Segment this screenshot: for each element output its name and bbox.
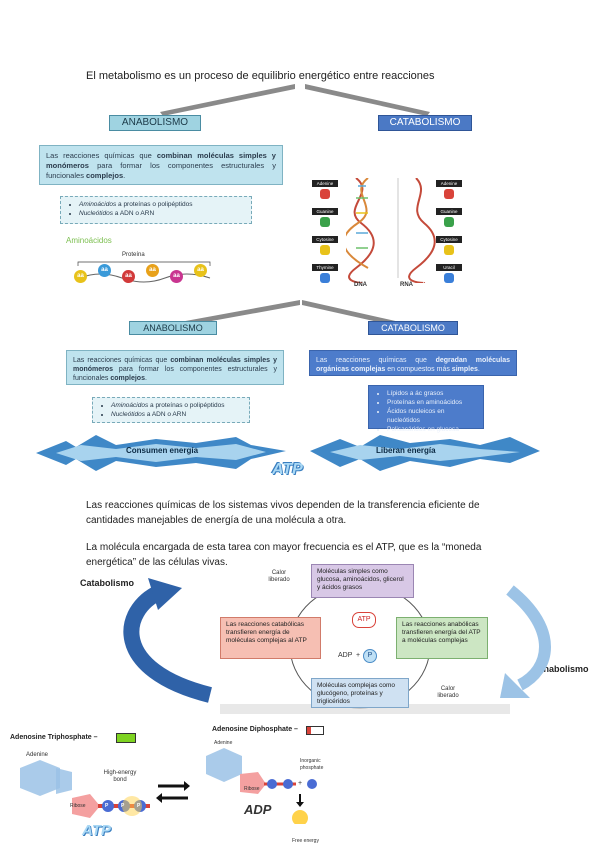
anabolismo-description-top: Las reacciones químicas que combinan mol… (39, 145, 283, 185)
amino-acid: aa (122, 270, 135, 283)
calor-liberado-bottom: Calor liberado (437, 686, 459, 699)
base-label: Guanine (436, 208, 462, 215)
list-item: Ácidos nucleicos en nucleótidos (387, 407, 477, 425)
helix-graphic (346, 178, 436, 283)
atp-molecule (20, 760, 150, 818)
branch-arrows-top (160, 84, 430, 116)
adp-cycle-label: ADP (338, 652, 353, 659)
high-energy-bond-label: High-energy bond (103, 770, 137, 783)
adp-diagram: Adenosine Diphosphate – Adenine Ribose I… (200, 722, 328, 848)
base-label: Adenine (312, 180, 338, 187)
anabolismo-header-mid: ANABOLISMO (129, 321, 217, 335)
list-item: Lípidos a ác grasos (387, 389, 477, 398)
amino-acid: aa (194, 264, 207, 277)
list-item: Nucleótidos a ADN o ARN (79, 209, 245, 218)
rna-label: RNA (400, 282, 413, 288)
atp-diagram: Adenosine Triphosphate – Adenine High-en… (6, 730, 166, 848)
phosphate-cycle-badge: P (363, 649, 377, 663)
calor-liberado-top: Calor liberado (268, 570, 290, 583)
atp-cycle-badge: ATP (352, 612, 376, 628)
base-molecule-icon (444, 273, 454, 283)
adenine-label: Adenine (26, 752, 49, 758)
simple-molecules-box: Moléculas simples como glucosa, aminoáci… (311, 564, 414, 598)
anabolismo-description-mid: Las reacciones químicas que combinan mol… (66, 350, 284, 385)
amino-acid: aa (74, 270, 87, 283)
list-item: Aminoácidos a proteínas o polipéptidos (111, 401, 243, 410)
battery-full-icon (116, 733, 136, 743)
adenine-adp-label: Adenine (214, 740, 233, 746)
adp-molecule (206, 748, 317, 824)
anabolismo-header-top: ANABOLISMO (109, 115, 201, 131)
ribose-label: Ribose (70, 803, 86, 809)
base-molecule-icon (320, 217, 330, 227)
plus-cycle: + (356, 652, 361, 659)
anabolismo-cycle-label: Anabolismo (537, 664, 589, 674)
cycle-arrows (123, 578, 551, 714)
aminoacidos-label: Aminoácidos (66, 236, 112, 245)
page-title: El metabolismo es un proceso de equilibr… (86, 70, 435, 82)
list-item: Aminoácidos a proteínas o polipéptidos (79, 200, 245, 209)
dna-label: DNA (354, 282, 367, 288)
catabolic-reactions-box: Las reacciones catabólicas transfieren e… (220, 617, 321, 659)
energy-burst-right (310, 435, 540, 471)
phosphate-3: P (137, 803, 141, 809)
base-molecule-icon (320, 189, 330, 199)
phosphate-2: P (121, 803, 125, 809)
adp-big-label: ADP (244, 802, 272, 817)
amino-acid: aa (146, 264, 159, 277)
complex-molecules-box: Moléculas complejas como glucógeno, prot… (311, 678, 409, 708)
base-label: Guanine (312, 208, 338, 215)
reversible-arrows (156, 781, 190, 803)
anabolismo-bullets-mid: Aminoácidos a proteínas o polipéptidos N… (92, 397, 250, 423)
anabolismo-bullets-top: Aminoácidos a proteínas o polipéptidos N… (60, 196, 252, 224)
list-item: Polisacáridos en glucosa (387, 425, 477, 434)
ribose-adp-label: Ribose (244, 786, 260, 792)
paragraph-transfer: Las reacciones químicas de los sistemas … (86, 500, 480, 526)
list-item: Nucleótidos a ADN o ARN (111, 410, 243, 419)
base-label: Cytosine (312, 236, 338, 243)
catabolismo-cycle-label: Catabolismo (80, 578, 135, 588)
base-label: Uracil (436, 264, 462, 271)
base-molecule-icon (320, 273, 330, 283)
amino-acid: aa (98, 264, 111, 277)
battery-low-icon (306, 726, 324, 735)
base-molecule-icon (444, 245, 454, 255)
free-energy-label: Free energy (292, 838, 319, 844)
atp-title: Adenosine Triphosphate – (10, 734, 98, 741)
base-molecule-icon (444, 217, 454, 227)
energy-burst-left (36, 435, 286, 471)
phosphate-1: P (105, 803, 109, 809)
catabolismo-bullets-mid: Lípidos a ác grasos Proteínas en aminoác… (368, 385, 484, 433)
adp-title: Adenosine Diphosphate – (212, 726, 298, 733)
base-label: Adenine (436, 180, 462, 187)
proteina-label: Proteína (122, 252, 145, 258)
base-label: Cytosine (436, 236, 462, 243)
amino-acid: aa (170, 270, 183, 283)
list-item: Proteínas en aminoácidos (387, 398, 477, 407)
catabolismo-description-mid: Las reacciones químicas que degradan mol… (309, 350, 517, 376)
catabolismo-header-mid: CATABOLISMO (368, 321, 458, 335)
atp-big-label: ATP (82, 822, 111, 839)
consumen-energia-label: Consumen energía (126, 446, 199, 455)
liberan-energia-label: Liberan energía (376, 446, 436, 455)
paragraph-atp: La molécula encargada de esta tarea con … (86, 542, 482, 568)
anabolic-reactions-box: Las reacciones anabólicas transfieren en… (396, 617, 488, 659)
base-molecule-icon (444, 189, 454, 199)
plus-adp: + (298, 780, 303, 787)
inorganic-phosphate-label: Inorganic phosphate (300, 758, 324, 771)
base-molecule-icon (320, 245, 330, 255)
catabolismo-header-top: CATABOLISMO (378, 115, 472, 131)
base-label: Thymine (312, 264, 338, 271)
atp-logo-mid: ATP (272, 461, 303, 478)
branch-arrows-mid (180, 300, 400, 326)
